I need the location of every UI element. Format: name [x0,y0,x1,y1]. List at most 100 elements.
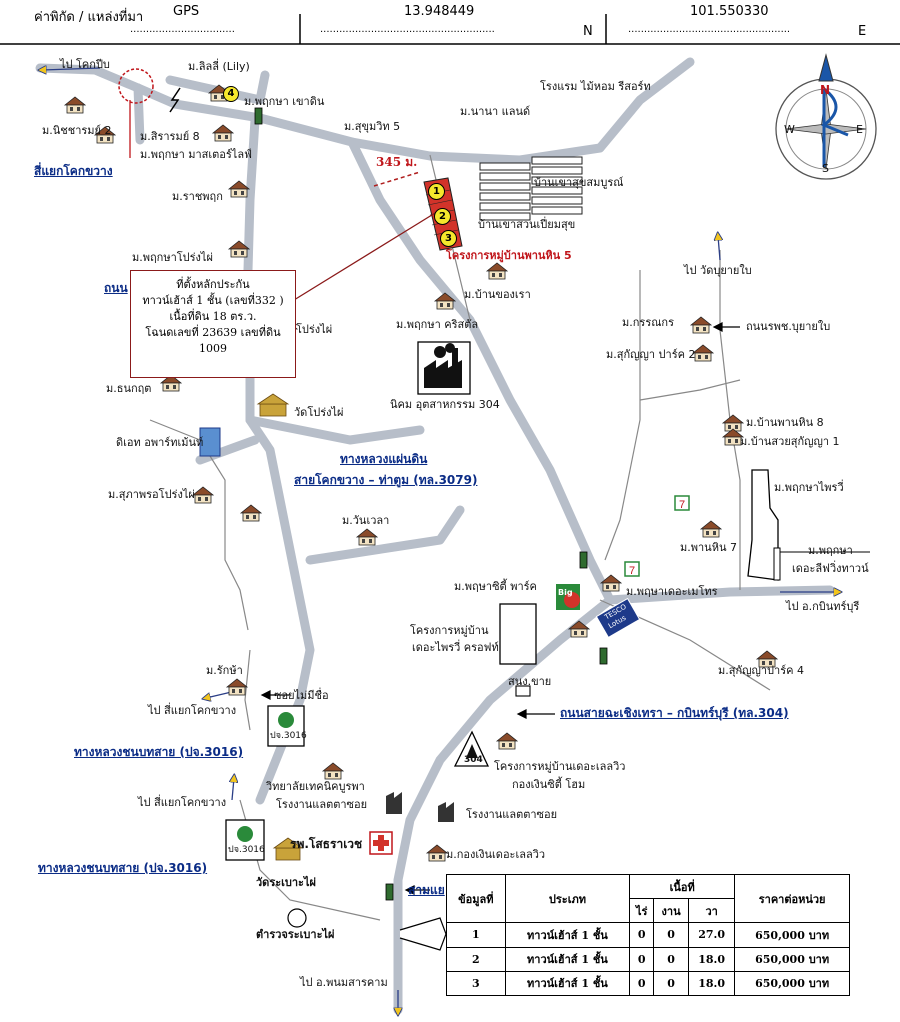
label-hotel: โรงแรม ไม้หอม รีสอร์ท [540,80,651,93]
label-ditech: ดิเอท อพาร์ทเม้นท์ [116,436,204,449]
label-project-phairee-2: เดอะไพรวี่ ครอฟท์ [412,641,499,654]
label-thanon-partial: ถนน [104,281,128,295]
label-project-phairee-1: โครงการหมู่บ้าน [410,624,489,637]
house-icon [64,96,86,114]
label-college-1: วิทยาลัยเทคนิคบูรพา [266,780,365,793]
th-area: เนื้อที่ [629,873,736,900]
label-kornphanok: ม.กรรณกร [622,316,674,329]
th-type: ประเภท [504,873,631,924]
house-icon [226,678,248,696]
label-snong-sell: สนง.ขาย [508,675,552,688]
label-pruksa-city-park: ม.พฤษาซิตี้ พาร์ค [454,580,537,593]
label-pruksa-master: ม.พฤกษา มาสเตอร์ไลฟ์ [140,148,252,161]
tesco-logo [595,597,641,639]
info-line-2: ทาวน์เฮ้าส์ 1 ชั้น (เลขที่332 ) [142,294,284,307]
label-project-delavie-2: กองเงินซิตี้ โฮม [512,778,586,791]
table-row: 2 ทาวน์เฮ้าส์ 1 ชั้น 0 0 18.0 650,000 บา… [446,946,850,972]
th-wa: วา [688,898,736,924]
house-icon [700,520,722,538]
collateral-info-box: ที่ตั้งหลักประกัน ทาวน์เฮ้าส์ 1 ชั้น (เล… [130,270,296,378]
label-phanhin7: ม.พานหิน 7 [680,541,737,554]
compass-s: S [822,162,829,175]
house-icon [600,574,622,592]
house-icon [434,292,456,310]
svg-text:7: 7 [629,565,635,577]
th-rai: ไร่ [629,898,655,924]
big-c-logo [556,584,580,610]
house-icon [192,486,214,504]
house-icon [228,180,250,198]
label-pruksa-the-leaf-1: ม.พฤกษา [808,544,853,557]
label-soi-no-name: ซอยไม่มีชื่อ [274,689,329,702]
label-prong-phai-partial: โปร่งไผ่ [296,323,333,336]
label-to-wat-buyai: ไป วัดบุยายใบ [684,264,752,277]
label-project-name: โครงการหมู่บ้านพานหิน 5 [446,249,572,262]
house-icon [228,240,250,258]
latitude-suffix: N [583,24,593,39]
label-pj-sign: ปจ.3016 [270,731,307,741]
label-sukanya4: ม.สุกัญญาปาร์ค 4 [718,664,804,677]
house-icon [426,844,448,862]
house-icon [94,126,116,144]
label-road-304: ถนนสายฉะเชิงเทรา – กบินทร์บุรี (ทล.304) [560,706,789,720]
label-supaporn: ม.สุภาพรอโปร่งไผ่ [108,488,195,501]
label-sukanya2: ม.สุกัญญา ปาร์ค 2 [606,348,696,361]
info-line-1: ที่ตั้งหลักประกัน [176,278,250,291]
info-line-4: โฉนดเลขที่ 23639 เลขที่ดิน 1009 [145,326,281,355]
label-pruksa-the-metro: ม.พฤษาเดอะเมโทร [626,585,718,598]
th-ngan: งาน [653,898,690,924]
label-junction-kokkwang: สี่แยกโคกขวาง [34,164,113,178]
label-kongngern: ม.กองเงินเดอะเลลวิว [446,848,546,861]
house-icon [356,528,378,546]
house-icon [322,762,344,780]
label-sam-yaek-partial: สามแย [408,883,445,897]
table-row: 1 ทาวน์เฮ้าส์ 1 ชั้น 0 0 27.0 650,000 บา… [446,922,850,948]
house-icon [568,620,590,638]
label-wanwela: ม.วันเวลา [342,514,390,527]
label-raksa: ม.รักษ้า [206,664,243,677]
house-icon [486,262,508,280]
label-distance: 345 ม. [376,155,418,169]
plot-marker-2: 2 [434,208,451,225]
label-nana-land: ม.นานา แลนด์ [460,105,531,118]
label-sirarom8: ม.สิรารมย์ 8 [140,130,200,143]
compass-n: N [820,83,831,97]
label-highway-title: ทางหลวงแผ่นดิน [340,452,428,466]
coord-source: GPS [173,4,200,19]
label-wat-krabao: วัดระเบาะไผ่ [256,876,316,889]
house-icon [722,428,744,446]
label-to-junction-1: ไป สี่แยกโคกขวาง [148,704,237,717]
label-nisachon2: ม.นิชชารมย์ 2 [42,124,112,137]
house-icon [690,316,712,334]
hospital-cross-icon [369,831,393,855]
label-wat-prongphai: วัดโปร่งไผ่ [294,406,344,419]
house-icon [212,124,234,142]
factory-icon [417,341,471,395]
th-price: ราคาต่อหน่วย [734,873,850,924]
label-to-phanom: ไป อ.พนมสารคาม [300,976,388,989]
label-pj-sign-2: ปจ.3016 [228,845,265,855]
label-pruksa-khaodin: ม.พฤกษา เขาดิน [244,95,325,108]
label-road-rpc: ถนนรพช.บุยายใบ [746,320,831,333]
plot-marker-1: 1 [428,183,445,200]
label-big-c: Big [558,588,573,597]
label-college-2: โรงงานแลตตาซอย [276,798,368,811]
label-pruksa-crystal: ม.พฤกษา คริสตัล [396,318,479,331]
label-project-delavie-1: โครงการหมู่บ้านเดอะเลลวิว [494,760,626,773]
latitude-value: 13.948449 [404,4,475,19]
house-icon [722,414,744,432]
label-ban-khong-rao: ม.บ้านของเรา [464,288,531,301]
coordinate-header: ค่าพิกัด / แหล่งที่มา GPS ..............… [0,0,900,44]
house-icon [160,374,182,392]
label-industrial: นิคม อุตสาหกรรม 304 [390,398,500,411]
label-pruksa-phairee: ม.พฤกษาไพรวี่ [774,481,844,494]
table-row: 3 ทาวน์เฮ้าส์ 1 ชั้น 0 0 18.0 650,000 บา… [446,970,850,997]
label-hospital: รพ.โสธราเวช [290,837,363,851]
house-icon [756,650,778,668]
label-highway-route: สายโคกขวาง – ท่าตูม (ทล.3079) [294,473,478,487]
label-pruksa-the-leaf-2: เดอะลีฟวิ่งทาวน์ [792,562,869,575]
coord-label: ค่าพิกัด / แหล่งที่มา [34,10,144,25]
marker-4: 4 [223,86,239,102]
label-thanakrit: ม.ธนกฤต [106,382,152,395]
